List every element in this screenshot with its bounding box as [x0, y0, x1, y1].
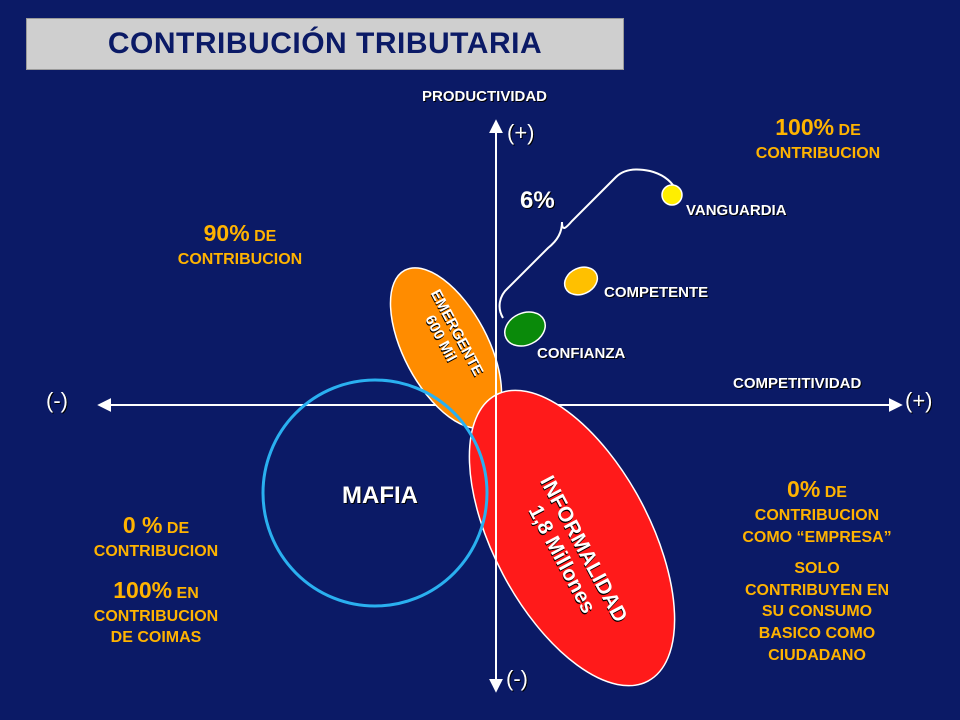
- competente-label: COMPETENTE: [604, 284, 709, 301]
- br-line2: CONTRIBUCION: [754, 507, 880, 525]
- br-line5: CONTRIBUYEN EN: [744, 581, 889, 599]
- competente-ellipse[interactable]: [560, 262, 602, 300]
- quadrant-bottom-right: 0% DE CONTRIBUCION COMO “EMPRESA” SOLO C…: [722, 474, 912, 666]
- br-line8: CIUDADANO: [768, 646, 866, 664]
- br-line3: COMO “EMPRESA”: [742, 528, 892, 546]
- quadrant-bottom-left: 0 % DE CONTRIBUCION 100% EN CONTRIBUCION…: [66, 510, 246, 649]
- mafia-circle[interactable]: [261, 378, 489, 608]
- quadrant-top-left: 90% DE CONTRIBUCION: [150, 218, 330, 271]
- bl-line2: CONTRIBUCION: [93, 543, 219, 561]
- bl-line3: CONTRIBUCION: [93, 607, 219, 625]
- title-box: CONTRIBUCIÓN TRIBUTARIA: [26, 18, 624, 70]
- mafia-label: MAFIA: [342, 482, 418, 509]
- br-line6: SU CONSUMO: [761, 603, 873, 621]
- br-pct: 0%: [787, 476, 821, 502]
- tl-pct: 90%: [203, 220, 250, 246]
- bl-pct: 0 %: [122, 512, 163, 538]
- confianza-label: CONFIANZA: [537, 345, 626, 362]
- vanguardia-label: VANGUARDIA: [686, 202, 787, 219]
- bl-de: DE: [166, 520, 190, 537]
- y-plus-label: (+): [507, 120, 535, 145]
- br-de: DE: [824, 484, 847, 501]
- vanguardia-dot[interactable]: [661, 184, 683, 206]
- y-minus-label: (-): [506, 666, 528, 691]
- bracket-6pct-label: 6%: [520, 187, 555, 214]
- br-line7: BASICO COMO: [758, 625, 876, 643]
- bl-pct2: 100%: [113, 576, 173, 603]
- page-title: CONTRIBUCIÓN TRIBUTARIA: [107, 27, 543, 60]
- bracket-6pct: [498, 168, 676, 319]
- x-plus-label: (+): [905, 388, 933, 413]
- tr-line2: CONTRIBUCION: [755, 145, 881, 163]
- bl-en: EN: [176, 584, 199, 602]
- tl-de: DE: [254, 228, 277, 245]
- productividad-label: PRODUCTIVIDAD: [422, 88, 548, 105]
- x-minus-label: (-): [46, 388, 68, 413]
- tl-line2: CONTRIBUCION: [177, 251, 303, 269]
- br-line4: SOLO: [794, 560, 840, 578]
- confianza-ellipse[interactable]: [499, 306, 551, 353]
- quadrant-top-right: 100% DE CONTRIBUCION: [728, 112, 908, 165]
- bl-line4: DE COIMAS: [110, 629, 202, 647]
- competitividad-label: COMPETITIVIDAD: [733, 375, 862, 392]
- tr-pct: 100%: [775, 114, 835, 140]
- tr-de: DE: [838, 122, 861, 139]
